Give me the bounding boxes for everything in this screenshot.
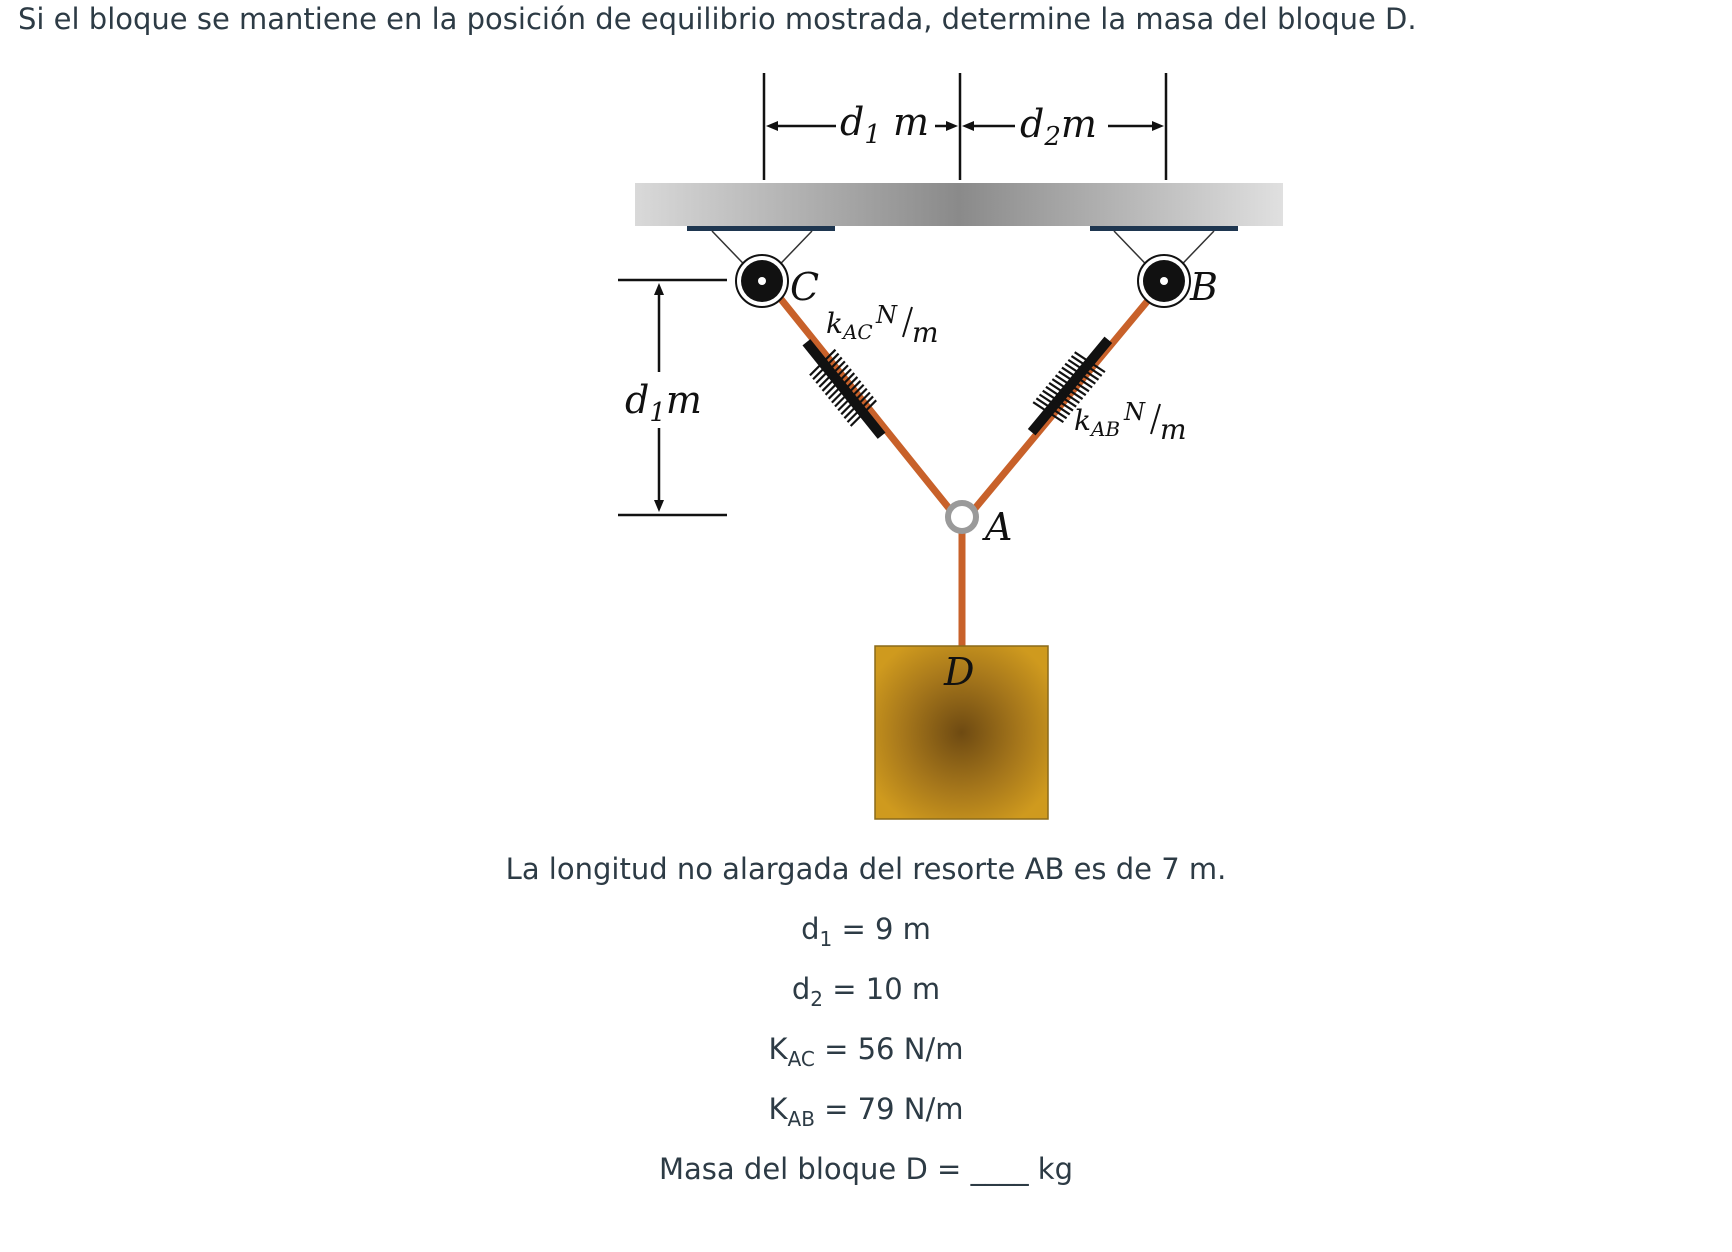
answer-prefix: Masa del bloque D =: [659, 1152, 971, 1186]
spring-ab: [1027, 336, 1113, 436]
spring-ac: [802, 339, 886, 439]
d1-value: d1 = 9 m: [801, 912, 931, 951]
pulley-c: [735, 254, 789, 308]
mount-plate-b: [1090, 226, 1238, 231]
spring-ab-label: kAB: [1074, 404, 1120, 441]
label-d: D: [943, 650, 974, 694]
ceiling: [635, 183, 1283, 226]
kac-value: KAC = 56 N/m: [768, 1032, 964, 1071]
answer-blank[interactable]: ____: [970, 1152, 1029, 1186]
dim-top-left-label: d1 m: [840, 100, 929, 150]
spring-ac-label: kAC: [826, 307, 873, 344]
pulley-b: [1137, 254, 1191, 308]
left-dimension: [618, 278, 727, 517]
top-dimension: [762, 73, 1168, 180]
question-text: Si el bloque se mantiene en la posición …: [18, 2, 1417, 36]
spring-ab-unit-den: m: [1160, 413, 1187, 446]
label-c: C: [790, 265, 819, 309]
answer-line: Masa del bloque D = ____ kg: [0, 1152, 1732, 1186]
left-dimension-arrows: [654, 283, 664, 512]
spring-ab-unit-slash: [1150, 403, 1161, 435]
label-b: B: [1189, 265, 1218, 309]
spring-ac-unit-num: N: [875, 301, 898, 329]
spring-ac-unit-slash: [902, 306, 913, 338]
spring-ac-unit-den: m: [912, 316, 939, 349]
block-d: [874, 645, 1049, 820]
cable-ab: [968, 294, 1154, 516]
answer-unit: kg: [1028, 1152, 1073, 1186]
spring-ab-unit-num: N: [1123, 398, 1146, 426]
unstretched-length-text: La longitud no alargada del resorte AB e…: [505, 852, 1227, 886]
kab-value: KAB = 79 N/m: [768, 1092, 964, 1131]
dim-top-right-label: d2m: [1020, 102, 1097, 152]
label-a: A: [982, 505, 1012, 549]
equilibrium-diagram: d1 m d2m d1m: [618, 73, 1283, 820]
top-dimension-arrows: [766, 121, 1164, 131]
mount-plate-c: [687, 226, 835, 231]
d2-value: d2 = 10 m: [791, 972, 941, 1011]
dim-left-label: d1m: [625, 378, 702, 428]
ring-a: [945, 500, 979, 534]
